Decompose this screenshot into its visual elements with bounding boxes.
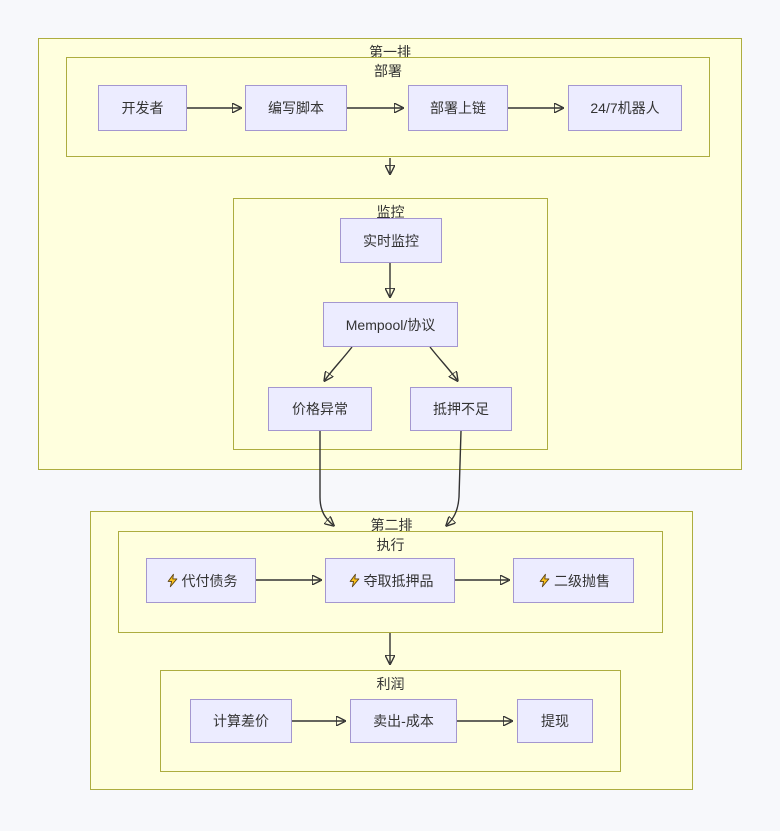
node-price-anomaly-label: 价格异常 (292, 401, 348, 417)
node-sell-minus-cost: 卖出-成本 (350, 699, 457, 743)
node-sell-minus-cost-label: 卖出-成本 (373, 713, 434, 729)
node-write-script: 编写脚本 (245, 85, 347, 131)
node-247-bot: 24/7机器人 (568, 85, 682, 131)
lightning-bolt-icon (539, 573, 550, 588)
subgraph-profit-label: 利润 (376, 676, 405, 692)
node-247-bot-label: 24/7机器人 (590, 100, 660, 116)
node-withdraw-label: 提现 (541, 713, 569, 729)
lightning-bolt-icon (349, 573, 359, 588)
node-write-script-label: 编写脚本 (268, 100, 324, 116)
node-calc-spread-label: 计算差价 (213, 713, 269, 729)
node-calc-spread: 计算差价 (190, 699, 292, 743)
node-developer-label: 开发者 (121, 100, 164, 116)
node-repay-debt: 代付债务 (146, 558, 256, 603)
node-secondary-sell-label: 二级抛售 (554, 572, 610, 589)
node-undercollateralized: 抵押不足 (410, 387, 512, 431)
node-realtime-monitor-label: 实时监控 (363, 232, 419, 249)
subgraph-monitor-label: 监控 (376, 204, 405, 220)
node-mempool-protocol-label: Mempool/协议 (345, 316, 436, 333)
node-mempool-protocol: Mempool/协议 (323, 302, 458, 347)
node-undercollateralized-label: 抵押不足 (433, 401, 489, 417)
subgraph-row1-label: 第一排 (369, 44, 411, 60)
node-seize-collateral-label: 夺取抵押品 (363, 572, 434, 589)
subgraph-row2-label: 第二排 (370, 517, 413, 533)
node-developer: 开发者 (98, 85, 187, 131)
node-seize-collateral: 夺取抵押品 (325, 558, 455, 603)
node-withdraw: 提现 (517, 699, 593, 743)
node-realtime-monitor: 实时监控 (340, 218, 442, 263)
subgraph-deploy-label: 部署 (374, 63, 402, 79)
node-deploy-onchain-label: 部署上链 (430, 100, 486, 116)
node-price-anomaly: 价格异常 (268, 387, 372, 431)
node-deploy-onchain: 部署上链 (408, 85, 508, 131)
subgraph-execute-label: 执行 (376, 537, 405, 553)
lightning-bolt-icon (167, 573, 177, 588)
node-repay-debt-label: 代付债务 (181, 572, 238, 589)
node-secondary-sell: 二级抛售 (513, 558, 634, 603)
